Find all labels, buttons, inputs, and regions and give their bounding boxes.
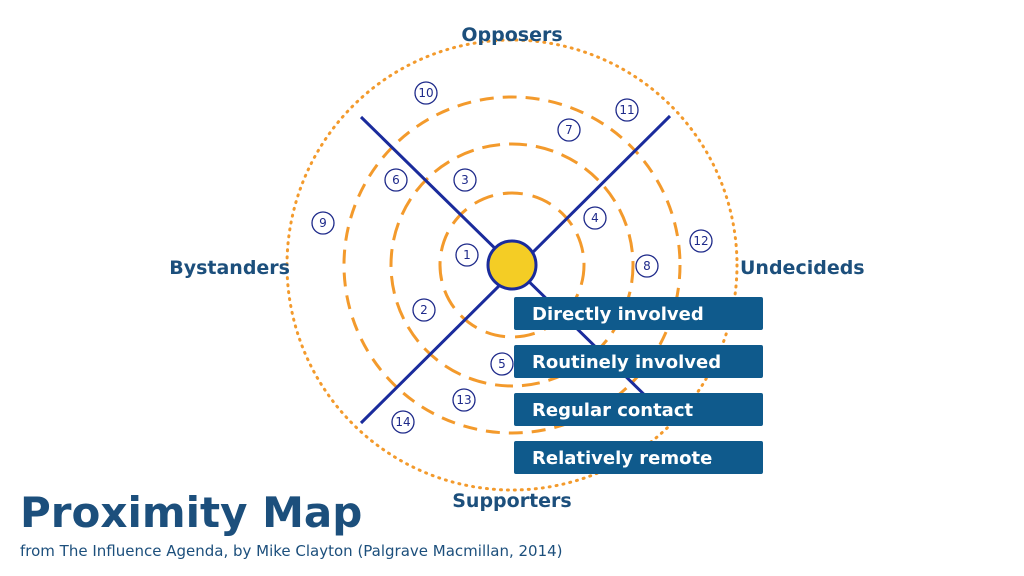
legend-text-regular-contact: Regular contact (532, 400, 693, 421)
label-undecideds: Undecideds (740, 257, 865, 279)
marker-label: 12 (693, 234, 708, 248)
marker-9: 9 (311, 211, 335, 235)
center-circle (486, 239, 538, 291)
marker-label: 3 (461, 173, 469, 187)
marker-8: 8 (635, 254, 659, 278)
legend-text-directly-involved: Directly involved (532, 304, 704, 325)
label-opposers: Opposers (461, 24, 562, 46)
marker-10: 10 (414, 81, 438, 105)
marker-label: 1 (463, 248, 471, 262)
marker-circle (384, 168, 408, 192)
marker-11: 11 (615, 98, 639, 122)
marker-14: 14 (391, 410, 415, 434)
page-subtitle: from The Influence Agenda, by Mike Clayt… (20, 542, 563, 560)
legend: Directly involved Routinely involved Reg… (514, 297, 763, 474)
ring-relatively-remote (285, 38, 739, 492)
marker-circle (490, 352, 514, 376)
label-bystanders: Bystanders (169, 257, 290, 279)
marker-circle (414, 81, 438, 105)
marker-label: 4 (591, 211, 599, 225)
marker-circle (615, 98, 639, 122)
marker-label: 13 (456, 393, 471, 407)
marker-7: 7 (557, 118, 581, 142)
page-title: Proximity Map (20, 488, 363, 537)
marker-5: 5 (490, 352, 514, 376)
marker-circle (412, 298, 436, 322)
marker-circle (311, 211, 335, 235)
marker-circle (557, 118, 581, 142)
marker-4: 4 (583, 206, 607, 230)
marker-6: 6 (384, 168, 408, 192)
legend-text-routinely-involved: Routinely involved (532, 352, 721, 373)
marker-1: 1 (455, 243, 479, 267)
marker-circle (455, 243, 479, 267)
marker-label: 6 (392, 173, 400, 187)
label-supporters: Supporters (452, 490, 571, 512)
marker-circle (583, 206, 607, 230)
marker-label: 5 (498, 357, 506, 371)
ring-routinely-involved (389, 142, 635, 388)
marker-circle (635, 254, 659, 278)
marker-13: 13 (452, 388, 476, 412)
marker-label: 11 (619, 103, 634, 117)
ring-directly-involved (438, 191, 586, 339)
marker-3: 3 (453, 168, 477, 192)
marker-circle (452, 388, 476, 412)
marker-2: 2 (412, 298, 436, 322)
marker-circle (453, 168, 477, 192)
legend-box-routinely-involved (514, 345, 763, 378)
legend-text-relatively-remote: Relatively remote (532, 448, 712, 469)
marker-label: 2 (420, 303, 428, 317)
marker-label: 14 (395, 415, 410, 429)
ring-regular-contact (342, 95, 682, 435)
marker-circle (391, 410, 415, 434)
legend-box-directly-involved (514, 297, 763, 330)
marker-12: 12 (689, 229, 713, 253)
marker-label: 10 (418, 86, 433, 100)
legend-box-relatively-remote (514, 441, 763, 474)
marker-label: 7 (565, 123, 573, 137)
legend-box-regular-contact (514, 393, 763, 426)
marker-circle (689, 229, 713, 253)
marker-label: 8 (643, 259, 651, 273)
marker-label: 9 (319, 216, 327, 230)
